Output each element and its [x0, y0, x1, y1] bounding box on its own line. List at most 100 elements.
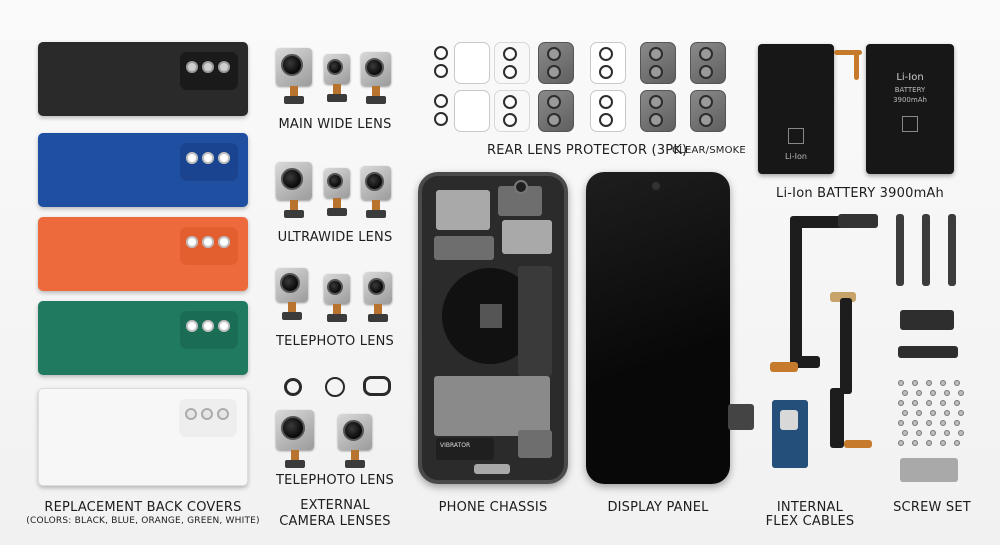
display-connector: [728, 404, 754, 430]
side-button: [896, 214, 904, 286]
front-camera-cutout: [652, 182, 660, 190]
screw: [954, 400, 960, 406]
screw: [954, 440, 960, 446]
telephoto-lens-label: TELEPHOTO LENS: [276, 334, 394, 349]
lens-protector: [426, 42, 462, 84]
battery-capacity: 3900mAh: [893, 96, 927, 104]
screw: [898, 440, 904, 446]
main-wide-lens-label: MAIN WIDE LENS: [278, 117, 392, 132]
screw: [940, 400, 946, 406]
port-bracket: [900, 310, 954, 330]
flex-cable: [770, 362, 798, 372]
lens-protector: [590, 42, 626, 84]
camera-bump: [180, 227, 238, 265]
port-bracket: [898, 346, 958, 358]
rear-protector-variant-label: CLEAR/SMOKE: [672, 145, 746, 156]
screw: [902, 390, 908, 396]
screw: [944, 390, 950, 396]
screw: [916, 390, 922, 396]
display-panel: [586, 172, 730, 484]
back-cover-black: [38, 42, 248, 116]
screw: [958, 390, 964, 396]
lens-protector: [454, 42, 490, 84]
screw: [940, 380, 946, 386]
battery-flex: [854, 50, 859, 80]
telephoto-lens-label-2: TELEPHOTO LENS: [276, 473, 394, 488]
screw: [912, 380, 918, 386]
screw: [926, 440, 932, 446]
battery-label: Li-Ion BATTERY 3900mAh: [776, 186, 944, 201]
screw: [916, 410, 922, 416]
screw: [916, 430, 922, 436]
phone-chassis-label: PHONE CHASSIS: [438, 500, 548, 515]
lens-protector: [640, 90, 676, 132]
camera-bump: [180, 52, 238, 90]
screw: [940, 440, 946, 446]
phone-chassis: VIBRATOR: [418, 172, 568, 484]
lens-protector: [538, 90, 574, 132]
screw-set-label: SCREW SET: [893, 500, 971, 515]
screw: [912, 400, 918, 406]
battery-left-mark: Li-Ion: [785, 152, 807, 161]
lens-ring: [284, 378, 302, 396]
screw: [944, 410, 950, 416]
screw: [898, 380, 904, 386]
screw: [954, 420, 960, 426]
screw: [954, 380, 960, 386]
flex-cable: [830, 388, 844, 448]
chassis-print: VIBRATOR: [440, 442, 471, 449]
battery-left: Li-Ion: [758, 44, 834, 174]
side-button: [922, 214, 930, 286]
usb-port: [900, 458, 958, 482]
lens-protector: [494, 90, 530, 132]
battery-flex: [834, 50, 862, 55]
screw: [930, 430, 936, 436]
lens-protector: [426, 90, 462, 132]
back-cover-orange: [38, 217, 248, 291]
flex-cables-label-2: FLEX CABLES: [765, 514, 855, 529]
lens-protector: [690, 90, 726, 132]
flex-cable: [790, 216, 846, 228]
screw: [944, 430, 950, 436]
screw: [902, 410, 908, 416]
side-button: [948, 214, 956, 286]
lens-protector: [454, 90, 490, 132]
external-lenses-label: EXTERNAL: [300, 498, 370, 513]
screw: [926, 420, 932, 426]
lens-protector: [640, 42, 676, 84]
battery-name: Li-Ion: [896, 72, 924, 83]
screw: [898, 420, 904, 426]
lens-protector: [590, 90, 626, 132]
camera-bump: [180, 311, 238, 349]
flex-cables-label: INTERNAL: [776, 500, 844, 515]
lens-protector: [538, 42, 574, 84]
flex-cable: [790, 222, 802, 362]
rear-protector-label: REAR LENS PROTECTOR (3PK): [487, 143, 688, 158]
screw: [902, 430, 908, 436]
screw: [940, 420, 946, 426]
back-covers-colors-label: (COLORS: BLACK, BLUE, ORANGE, GREEN, WHI…: [26, 516, 260, 526]
back-covers-label: REPLACEMENT BACK COVERS: [44, 500, 242, 515]
lens-ring: [325, 377, 345, 397]
back-cover-white: [38, 388, 248, 486]
screw: [958, 430, 964, 436]
flex-chip: [780, 410, 798, 430]
screw: [958, 410, 964, 416]
flex-cable: [840, 298, 852, 394]
battery-right: Li-Ion BATTERY 3900mAh: [866, 44, 954, 174]
display-panel-label: DISPLAY PANEL: [607, 500, 709, 515]
screw: [930, 410, 936, 416]
external-lenses-label-2: CAMERA LENSES: [279, 514, 391, 529]
screw: [912, 440, 918, 446]
back-cover-blue: [38, 133, 248, 207]
flex-cable: [830, 292, 856, 302]
battery-sub: BATTERY: [894, 86, 926, 94]
screw: [926, 400, 932, 406]
screw: [912, 420, 918, 426]
screw: [898, 400, 904, 406]
ultrawide-lens-label: ULTRAWIDE LENS: [277, 230, 393, 245]
flex-cable: [838, 214, 878, 228]
screw: [926, 380, 932, 386]
screw: [930, 390, 936, 396]
